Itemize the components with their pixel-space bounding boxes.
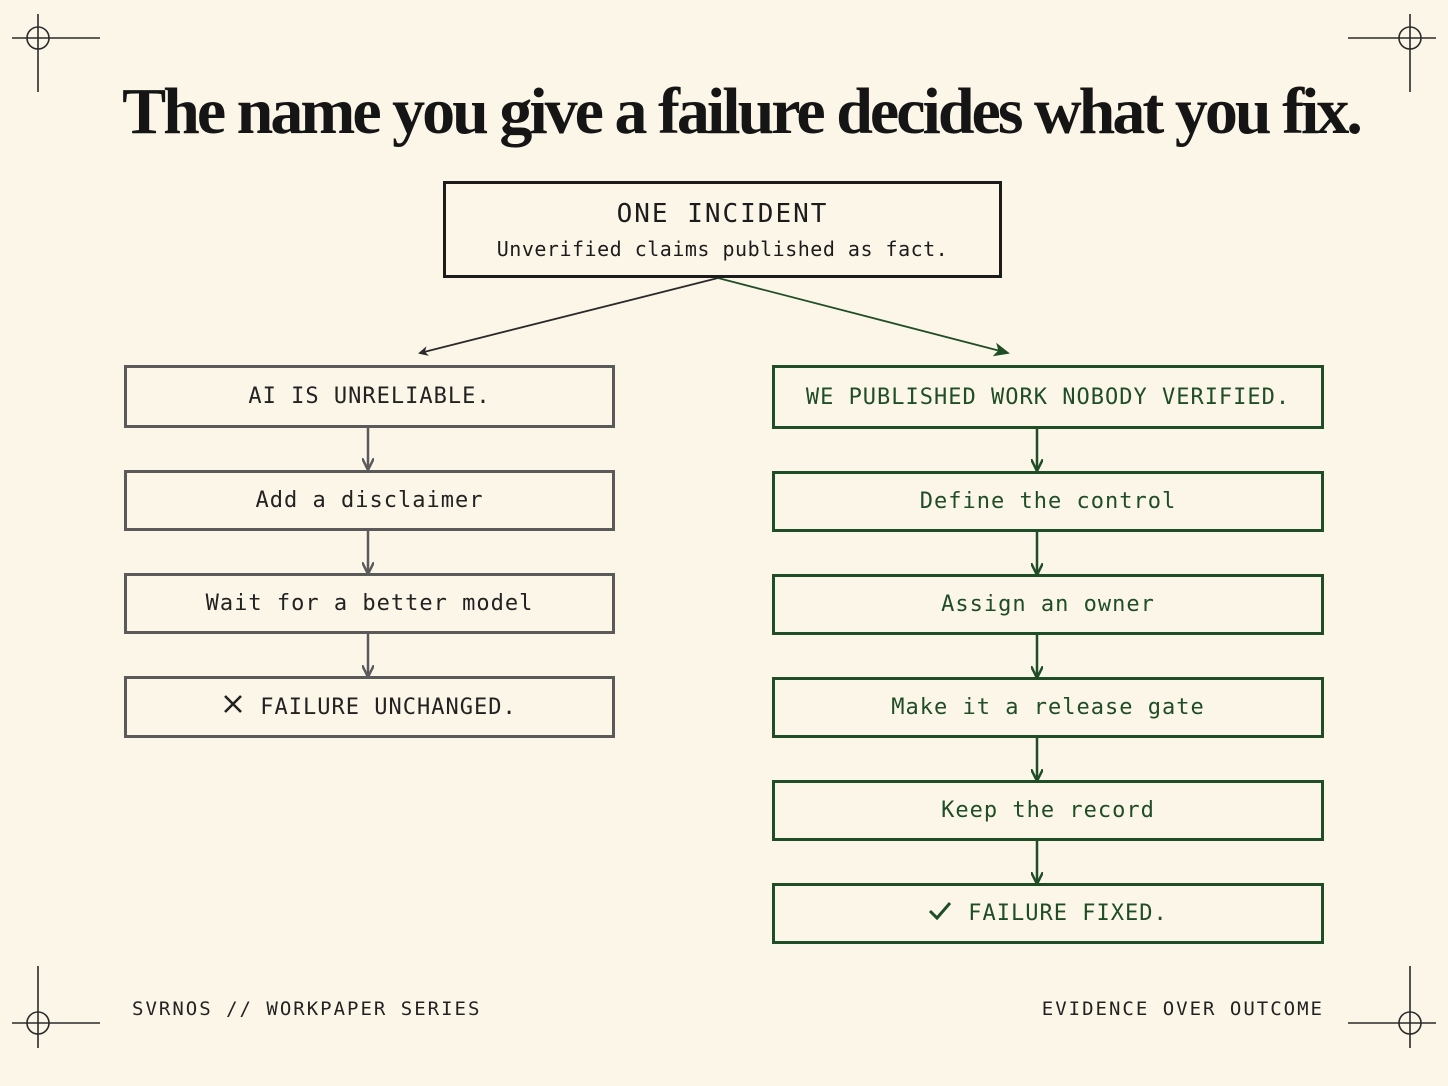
incident-heading: ONE INCIDENT [616,198,829,229]
check-icon [928,900,952,928]
left-outcome-label: FAILURE UNCHANGED. [260,694,517,720]
left-node-diagnosis: AI IS UNRELIABLE. [124,365,615,428]
left-node-wait: Wait for a better model [124,573,615,634]
right-node-define-control: Define the control [772,471,1324,532]
branch-arrow-left [418,277,719,356]
footer-series: SVRNOS // WORKPAPER SERIES [132,998,482,1020]
right-node-keep-record: Keep the record [772,780,1324,841]
right-node-label: WE PUBLISHED WORK NOBODY VERIFIED. [805,384,1291,410]
right-outcome-label: FAILURE FIXED. [968,901,1168,926]
left-node-outcome: FAILURE UNCHANGED. [124,676,615,738]
left-node-label: Wait for a better model [205,591,534,616]
left-node-label: AI IS UNRELIABLE. [248,384,491,409]
right-node-label: Assign an owner [941,592,1155,617]
crop-mark-top-left [12,14,100,92]
incident-subtitle: Unverified claims published as fact. [496,236,949,261]
page-title: The name you give a failure decides what… [122,75,1363,148]
right-node-diagnosis: WE PUBLISHED WORK NOBODY VERIFIED. [772,365,1324,429]
incident-box: ONE INCIDENT Unverified claims published… [443,181,1002,278]
right-node-label: Keep the record [941,798,1155,823]
left-node-disclaimer: Add a disclaimer [124,470,615,531]
crop-mark-top-right [1348,14,1436,92]
crop-mark-bottom-right [1348,966,1436,1048]
left-node-label: Add a disclaimer [255,488,484,513]
branch-arrow-right [717,277,1010,357]
crop-mark-bottom-left [12,966,100,1048]
footer-tagline: EVIDENCE OVER OUTCOME [1041,998,1324,1020]
right-node-assign-owner: Assign an owner [772,574,1324,635]
right-node-release-gate: Make it a release gate [772,677,1324,738]
cross-icon [222,693,244,721]
right-node-label: Make it a release gate [891,695,1205,720]
right-node-label: Define the control [919,489,1177,514]
right-node-outcome: FAILURE FIXED. [772,883,1324,944]
